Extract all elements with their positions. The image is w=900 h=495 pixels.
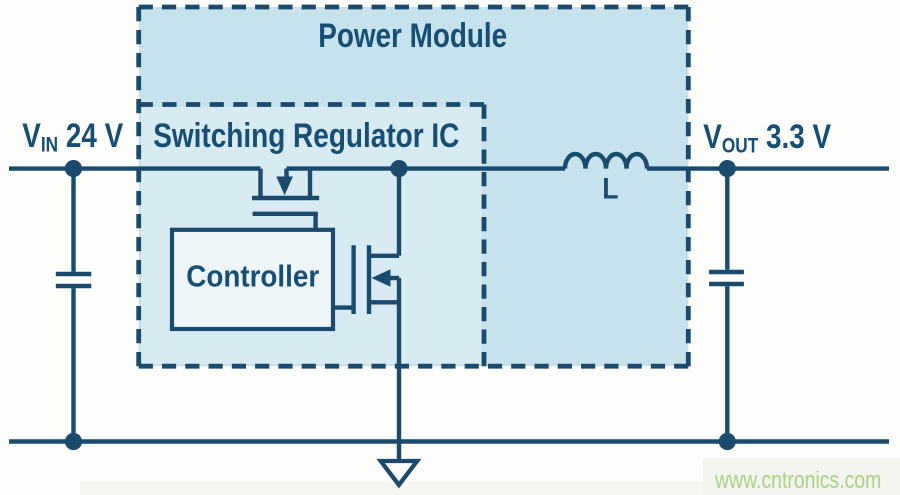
svg-text:www.cntronics.com: www.cntronics.com <box>714 466 881 493</box>
svg-text:Controller: Controller <box>186 261 319 294</box>
svg-text:VIN 24 V: VIN 24 V <box>22 116 123 157</box>
svg-text:Power Module: Power Module <box>318 16 507 54</box>
svg-text:L: L <box>602 172 618 206</box>
svg-text:Switching Regulator IC: Switching Regulator IC <box>153 117 459 155</box>
